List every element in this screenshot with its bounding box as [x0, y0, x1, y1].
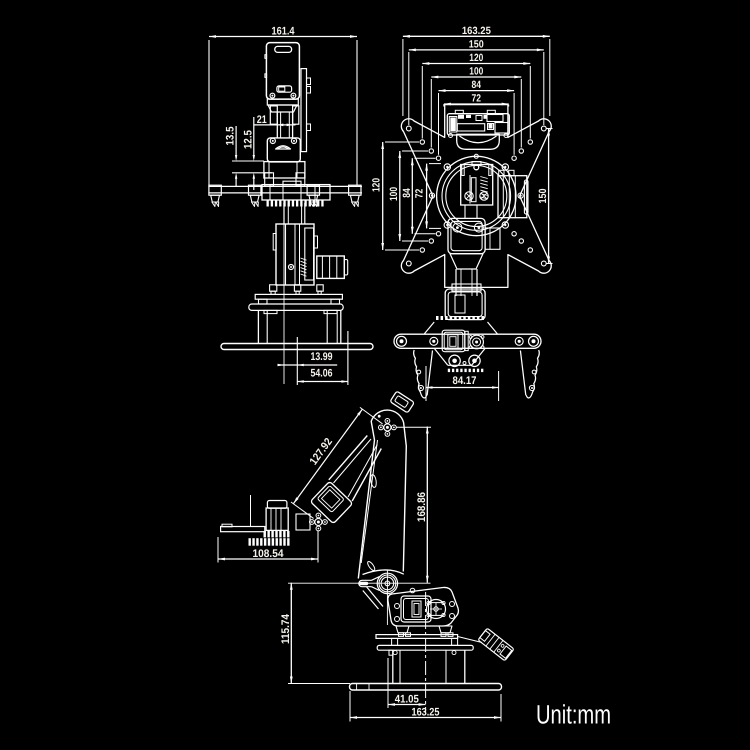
svg-text:54.06: 54.06	[311, 368, 333, 380]
svg-text:163.25: 163.25	[462, 25, 491, 37]
svg-text:120: 120	[469, 52, 483, 64]
svg-text:120: 120	[371, 178, 383, 192]
svg-text:161.4: 161.4	[272, 25, 296, 37]
svg-text:12.5: 12.5	[242, 130, 254, 149]
svg-text:84: 84	[401, 188, 413, 198]
svg-text:13.99: 13.99	[311, 351, 333, 363]
svg-text:163.25: 163.25	[412, 706, 440, 718]
svg-text:115.74: 115.74	[280, 613, 292, 644]
svg-text:168.86: 168.86	[416, 492, 428, 522]
svg-text:21: 21	[257, 114, 267, 126]
svg-text:150: 150	[469, 38, 484, 50]
svg-text:84.17: 84.17	[453, 375, 477, 387]
svg-text:72: 72	[414, 189, 426, 199]
svg-text:84: 84	[472, 79, 482, 91]
svg-text:Unit:mm: Unit:mm	[536, 700, 611, 730]
svg-text:41.05: 41.05	[395, 693, 419, 705]
svg-text:72: 72	[472, 93, 482, 105]
svg-text:13.5: 13.5	[224, 127, 236, 146]
svg-text:100: 100	[388, 187, 400, 201]
svg-text:108.54: 108.54	[253, 548, 285, 560]
svg-text:100: 100	[469, 66, 483, 78]
svg-text:150: 150	[537, 188, 549, 203]
